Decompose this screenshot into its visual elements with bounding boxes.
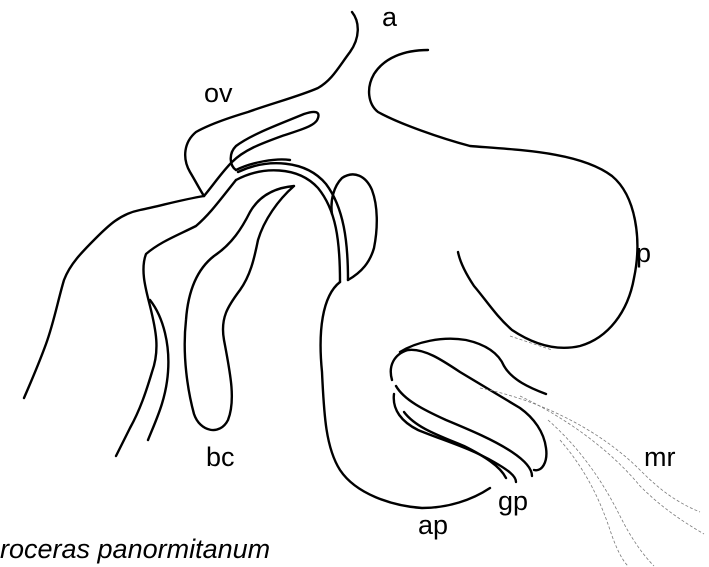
- retractor-muscle-line-4: [560, 440, 628, 566]
- penis-outline: [369, 50, 637, 348]
- label-ov: ov: [204, 78, 233, 108]
- left-gland-outline-inner: [116, 180, 236, 456]
- gland-lobe-2: [396, 386, 532, 476]
- retractor-muscle-line-3: [548, 420, 654, 566]
- atrium-upper-lobe-outline: [331, 174, 376, 280]
- label-ap: ap: [418, 510, 448, 540]
- label-mr: mr: [644, 442, 675, 472]
- label-p: p: [636, 238, 651, 268]
- gland-lobe-1: [391, 350, 547, 470]
- label-bc: bc: [206, 442, 235, 472]
- left-gland-outline-mid: [148, 300, 168, 440]
- species-name: roceras panormitanum: [0, 534, 270, 564]
- label-gp: gp: [498, 486, 528, 516]
- retractor-muscle-line-2: [520, 396, 704, 534]
- oviduct-inner-outline: [204, 112, 318, 196]
- left-gland-outline-outer: [24, 196, 204, 398]
- genital-gland-outline: [400, 339, 546, 394]
- penis-join-mark: [510, 336, 552, 350]
- duct-inner-outline: [238, 163, 348, 280]
- atrium-outline: [321, 282, 490, 508]
- label-a: a: [382, 2, 398, 32]
